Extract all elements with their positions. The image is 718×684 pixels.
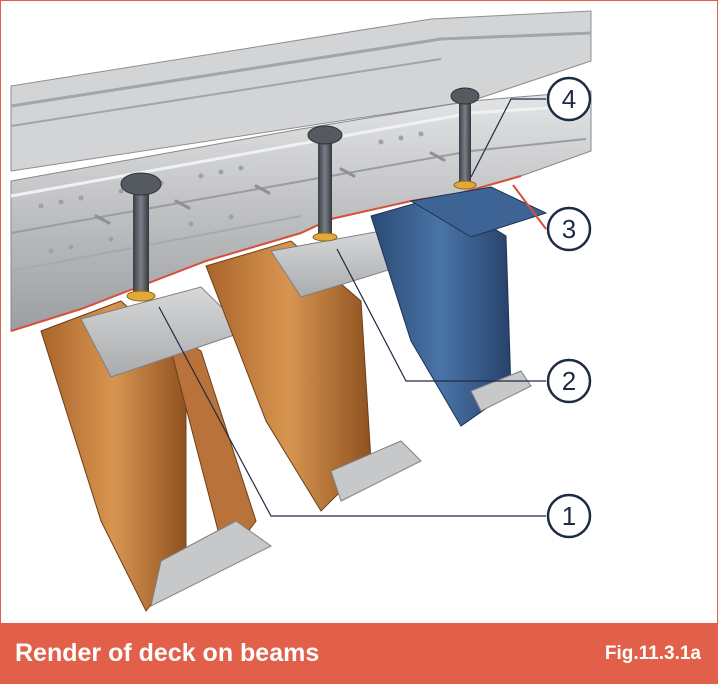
callout-1: 1: [546, 493, 592, 539]
steel-beam-1: [40, 286, 272, 612]
svg-text:1: 1: [562, 501, 576, 531]
svg-text:3: 3: [562, 214, 576, 244]
leader-4: [470, 98, 546, 178]
leader-3: [512, 184, 547, 230]
figure-number: Fig.11.3.1a: [604, 643, 701, 664]
deck-on-beams-render: 1 2 3 4: [10, 10, 592, 612]
callout-leaders: [158, 98, 547, 517]
shear-stud-3: [450, 87, 480, 190]
shear-stud-1: [120, 172, 162, 302]
fire-protected-beam-3: [370, 186, 548, 427]
svg-text:2: 2: [562, 366, 576, 396]
leader-2: [336, 248, 546, 382]
svg-text:4: 4: [562, 84, 576, 114]
deck-sheet-rear: [10, 10, 592, 172]
callout-2: 2: [546, 358, 592, 404]
shear-stud-2: [307, 125, 343, 242]
callout-3: 3: [546, 206, 592, 252]
leader-1: [158, 306, 546, 517]
figure-title: Render of deck on beams: [15, 639, 320, 667]
steel-beam-2: [205, 230, 422, 512]
callout-4: 4: [546, 76, 592, 122]
caption-bar: Render of deck on beams Fig.11.3.1a: [1, 623, 717, 683]
